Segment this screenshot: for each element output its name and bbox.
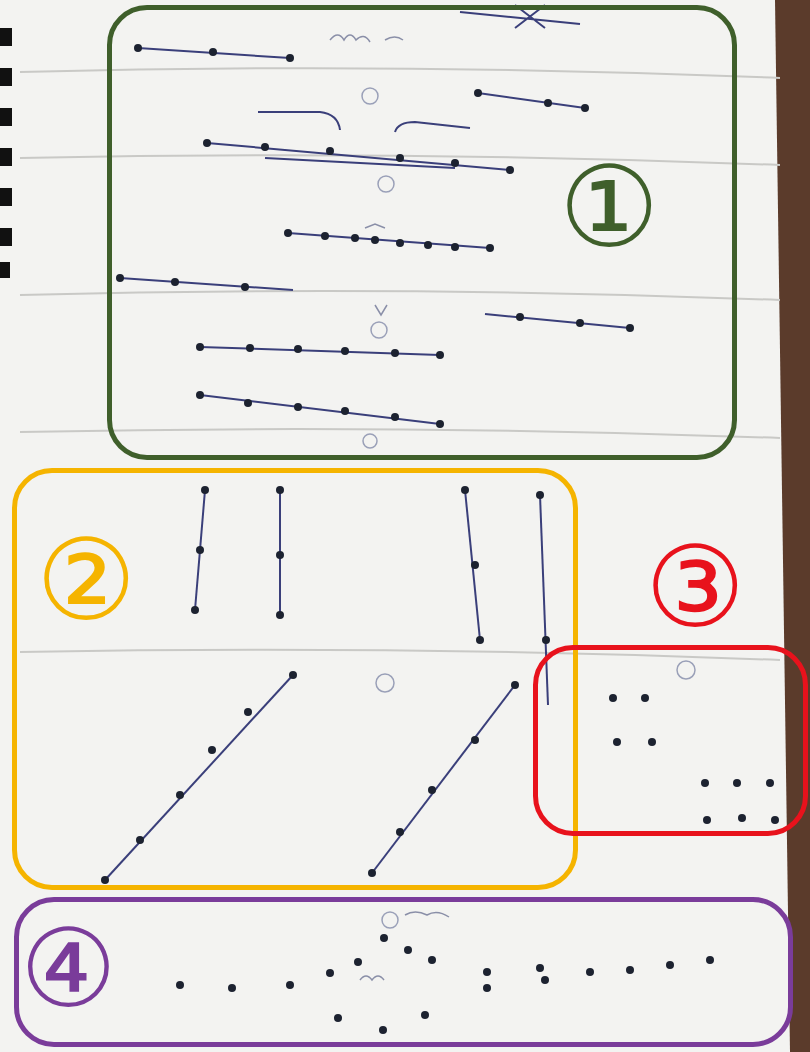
pen-lines — [105, 5, 630, 880]
scribbles — [330, 35, 449, 980]
ruled-lines — [20, 68, 780, 660]
desk-edge — [775, 0, 810, 1052]
region-box: ① — [107, 5, 737, 460]
region-box: ② — [12, 468, 578, 890]
binder-rings — [0, 28, 12, 278]
region-number: ④ — [20, 915, 117, 1023]
region-number: ① — [559, 151, 659, 263]
region-number: ③ — [645, 531, 745, 643]
region-box: ④ — [14, 897, 793, 1047]
small-circles — [362, 88, 695, 928]
region-number: ② — [36, 524, 136, 636]
region-box: ③ — [533, 645, 808, 836]
